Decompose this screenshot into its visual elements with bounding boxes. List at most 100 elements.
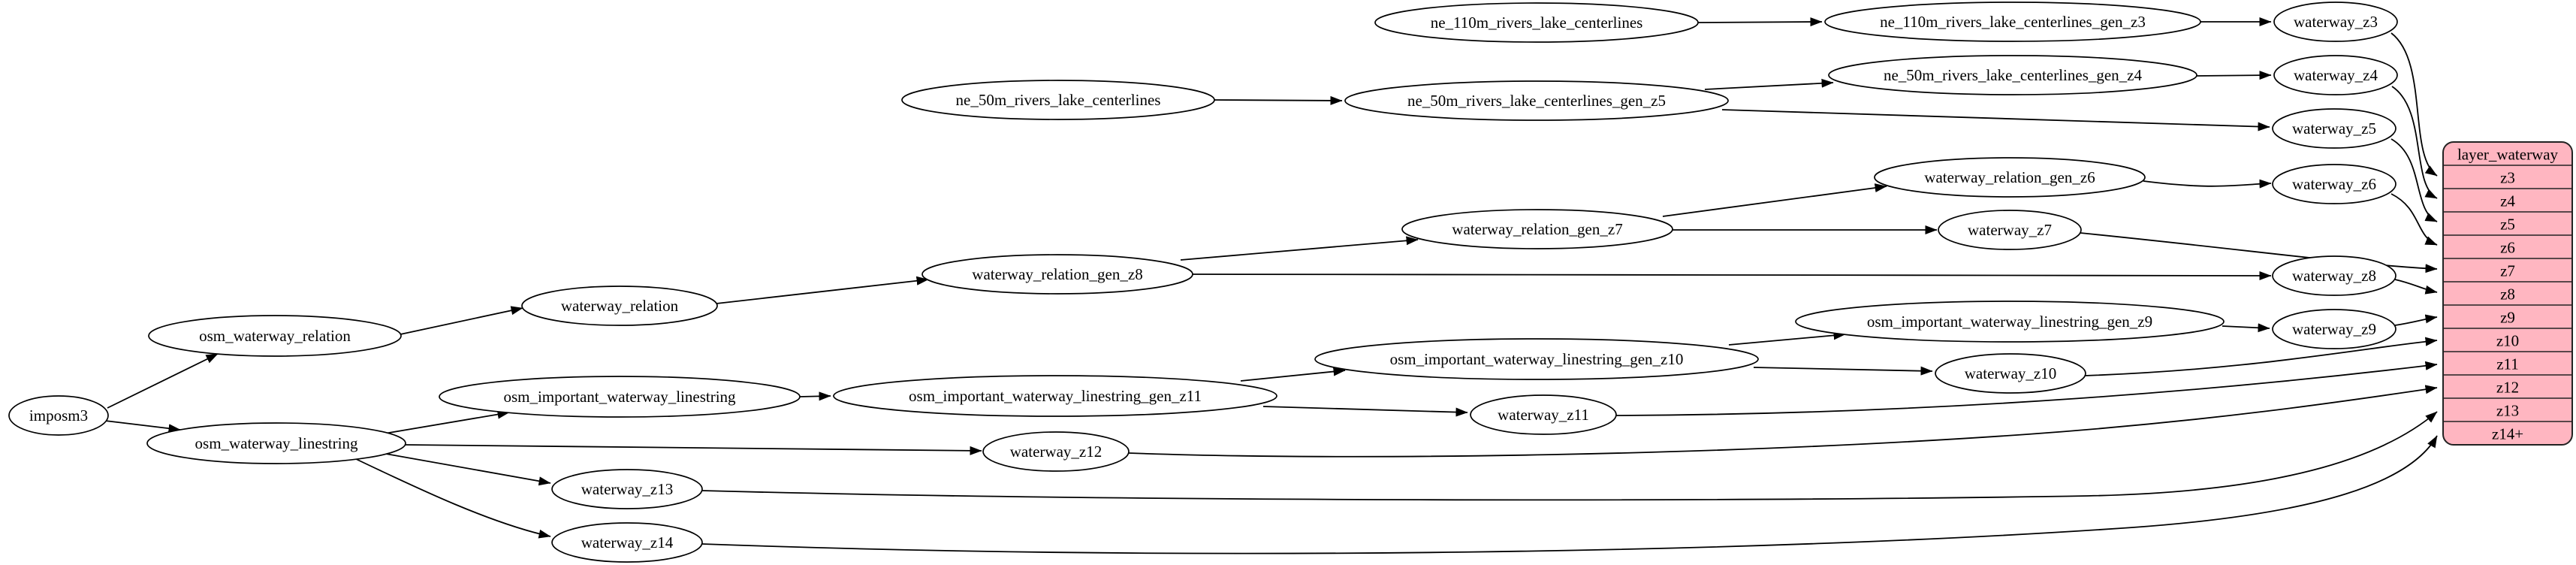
node-label-waterway_z12: waterway_z12	[1010, 443, 1102, 461]
node-label-waterway_z4: waterway_z4	[2294, 66, 2378, 84]
node-waterway_relation_gen_z7: waterway_relation_gen_z7	[1401, 209, 1673, 249]
node-waterway_z9: waterway_z9	[2272, 309, 2397, 349]
node-imposm3: imposm3	[8, 395, 109, 436]
node-ne_110m_rivers_lake_centerlines: ne_110m_rivers_lake_centerlines	[1374, 2, 1699, 43]
edge-waterway_z11-to-layer_waterway:z11	[1615, 361, 2438, 416]
node-label-ne_110m_rivers_lake_centerlines: ne_110m_rivers_lake_centerlines	[1431, 14, 1643, 32]
node-waterway_z3: waterway_z3	[2273, 2, 2398, 42]
edge-waterway_relation_gen_z7-to-waterway_relation_gen_z6	[1662, 183, 1887, 217]
node-ellipse-ne_50m_rivers_lake_centerlines_gen_z5	[1344, 80, 1729, 121]
node-ellipse-osm_important_waterway_linestring	[439, 376, 801, 418]
edge-osm_important_waterway_linestring_gen_z11-to-osm_important_waterway_linestring_gen_z10	[1240, 367, 1346, 382]
node-ellipse-ne_110m_rivers_lake_centerlines_gen_z3	[1824, 2, 2201, 42]
node-waterway_relation_gen_z6: waterway_relation_gen_z6	[1874, 157, 2146, 198]
node-waterway_z4: waterway_z4	[2273, 55, 2398, 95]
edge-ne_50m_rivers_lake_centerlines_gen_z4-to-waterway_z4	[2195, 71, 2272, 80]
node-label-imposm3: imposm3	[29, 406, 88, 425]
table-row-z14+: z14+	[2492, 425, 2523, 443]
node-ellipse-osm_waterway_relation	[148, 315, 402, 357]
node-osm_waterway_linestring: osm_waterway_linestring	[146, 422, 406, 464]
node-ellipse-osm_waterway_linestring	[146, 422, 406, 464]
table-row-z13: z13	[2496, 402, 2519, 420]
node-waterway_z6: waterway_z6	[2272, 164, 2397, 204]
node-ellipse-waterway_relation_gen_z8	[922, 254, 1193, 295]
node-ellipse-waterway_relation	[521, 286, 718, 326]
table-row-z3: z3	[2500, 169, 2515, 187]
nodes-layer: imposm3 osm_waterway_relation osm_waterway…	[8, 2, 2398, 563]
node-ellipse-waterway_z9	[2272, 309, 2397, 349]
edge-osm_waterway_linestring-to-waterway_z12	[405, 444, 982, 455]
edge-waterway_z12-to-layer_waterway:z12	[1128, 385, 2438, 458]
edge-waterway_z3-to-layer_waterway:z3	[2390, 32, 2438, 177]
node-osm_important_waterway_linestring_gen_z11: osm_important_waterway_linestring_gen_z1…	[833, 375, 1277, 417]
node-ellipse-ne_50m_rivers_lake_centerlines	[901, 80, 1215, 120]
edge-waterway_relation_gen_z8-to-waterway_z8	[1192, 270, 2272, 280]
node-osm_important_waterway_linestring: osm_important_waterway_linestring	[439, 376, 801, 418]
node-ellipse-imposm3	[8, 395, 109, 436]
node-waterway_z12: waterway_z12	[982, 431, 1130, 472]
node-label-ne_50m_rivers_lake_centerlines_gen_z4: ne_50m_rivers_lake_centerlines_gen_z4	[1884, 66, 2143, 84]
edge-waterway_z9-to-layer_waterway:z9	[2394, 314, 2438, 326]
node-label-waterway_relation: waterway_relation	[561, 297, 679, 315]
table-row-z9: z9	[2500, 309, 2515, 327]
table-row-z6: z6	[2500, 239, 2515, 257]
edge-waterway_z13-to-layer_waterway:z13	[701, 411, 2438, 501]
node-label-waterway_z11: waterway_z11	[1498, 406, 1589, 424]
node-ellipse-waterway_z12	[982, 431, 1130, 472]
node-label-waterway_z9: waterway_z9	[2292, 320, 2376, 338]
node-label-waterway_relation_gen_z8: waterway_relation_gen_z8	[972, 265, 1142, 283]
edges-layer	[104, 17, 2438, 554]
edge-osm_important_waterway_linestring_gen_z10-to-osm_important_waterway_linestring_gen_z9	[1728, 331, 1846, 346]
node-label-osm_important_waterway_linestring: osm_important_waterway_linestring	[503, 388, 736, 406]
node-ne_50m_rivers_lake_centerlines: ne_50m_rivers_lake_centerlines	[901, 80, 1215, 120]
node-waterway_relation_gen_z8: waterway_relation_gen_z8	[922, 254, 1193, 295]
node-label-osm_important_waterway_linestring_gen_z10: osm_important_waterway_linestring_gen_z1…	[1390, 350, 1684, 368]
node-label-waterway_z6: waterway_z6	[2292, 175, 2376, 193]
table-row-z4: z4	[2500, 192, 2515, 210]
edge-osm_important_waterway_linestring_gen_z11-to-waterway_z11	[1262, 406, 1468, 417]
node-label-waterway_z5: waterway_z5	[2292, 119, 2376, 137]
edge-ne_50m_rivers_lake_centerlines-to-ne_50m_rivers_lake_centerlines_gen_z5	[1214, 95, 1343, 105]
edge-osm_waterway_linestring-to-osm_important_waterway_linestring	[384, 409, 510, 434]
table-row-z12: z12	[2496, 379, 2519, 397]
node-ellipse-waterway_z6	[2272, 164, 2397, 204]
node-osm_waterway_relation: osm_waterway_relation	[148, 315, 402, 357]
node-label-waterway_relation_gen_z6: waterway_relation_gen_z6	[1924, 168, 2095, 186]
node-ellipse-waterway_z8	[2272, 255, 2397, 296]
node-waterway_z7: waterway_z7	[1938, 210, 2082, 250]
node-label-waterway_z7: waterway_z7	[1968, 221, 2052, 239]
node-ellipse-waterway_z7	[1938, 210, 2082, 250]
edge-imposm3-to-osm_waterway_linestring	[104, 420, 181, 434]
node-label-osm_waterway_relation: osm_waterway_relation	[199, 327, 351, 345]
node-waterway_z11: waterway_z11	[1470, 394, 1617, 435]
node-ellipse-osm_important_waterway_linestring_gen_z10	[1314, 338, 1759, 380]
edge-imposm3-to-osm_waterway_relation	[107, 353, 219, 409]
node-waterway_z10: waterway_z10	[1935, 353, 2086, 394]
node-label-osm_waterway_linestring: osm_waterway_linestring	[195, 434, 358, 452]
table-frame	[2442, 141, 2573, 446]
edge-waterway_z14-to-layer_waterway:z14+	[701, 435, 2438, 554]
edge-waterway_z7-to-layer_waterway:z7	[2080, 232, 2438, 273]
table-row-z7: z7	[2500, 262, 2515, 280]
node-label-waterway_relation_gen_z7: waterway_relation_gen_z7	[1452, 220, 1622, 238]
edge-waterway_relation_gen_z6-to-waterway_z6	[2143, 179, 2272, 189]
node-label-waterway_z8: waterway_z8	[2292, 267, 2376, 285]
node-ellipse-osm_important_waterway_linestring_gen_z9	[1795, 301, 2225, 343]
node-label-ne_50m_rivers_lake_centerlines: ne_50m_rivers_lake_centerlines	[956, 91, 1161, 109]
node-ne_50m_rivers_lake_centerlines_gen_z5: ne_50m_rivers_lake_centerlines_gen_z5	[1344, 80, 1729, 121]
edge-osm_important_waterway_linestring_gen_z9-to-waterway_z9	[2222, 323, 2270, 333]
node-label-ne_110m_rivers_lake_centerlines_gen_z3: ne_110m_rivers_lake_centerlines_gen_z3	[1880, 13, 2146, 31]
node-ellipse-waterway_z4	[2273, 55, 2398, 95]
node-label-osm_important_waterway_linestring_gen_z11: osm_important_waterway_linestring_gen_z1…	[909, 387, 1202, 405]
edge-osm_important_waterway_linestring-to-osm_important_waterway_linestring_gen_z11	[799, 391, 831, 401]
edge-waterway_z10-to-layer_waterway:z10	[2084, 337, 2438, 376]
node-osm_important_waterway_linestring_gen_z10: osm_important_waterway_linestring_gen_z1…	[1314, 338, 1759, 380]
edge-osm_waterway_relation-to-waterway_relation	[400, 306, 523, 335]
table-row-z11: z11	[2496, 355, 2519, 373]
table-layer-waterway: layer_waterwayz3z4z5z6z7z8z9z10z11z12z13…	[2442, 141, 2573, 446]
node-ellipse-waterway_relation_gen_z7	[1401, 209, 1673, 249]
node-waterway_z5: waterway_z5	[2272, 108, 2397, 149]
node-ellipse-osm_important_waterway_linestring_gen_z11	[833, 375, 1277, 417]
node-waterway_relation: waterway_relation	[521, 286, 718, 326]
